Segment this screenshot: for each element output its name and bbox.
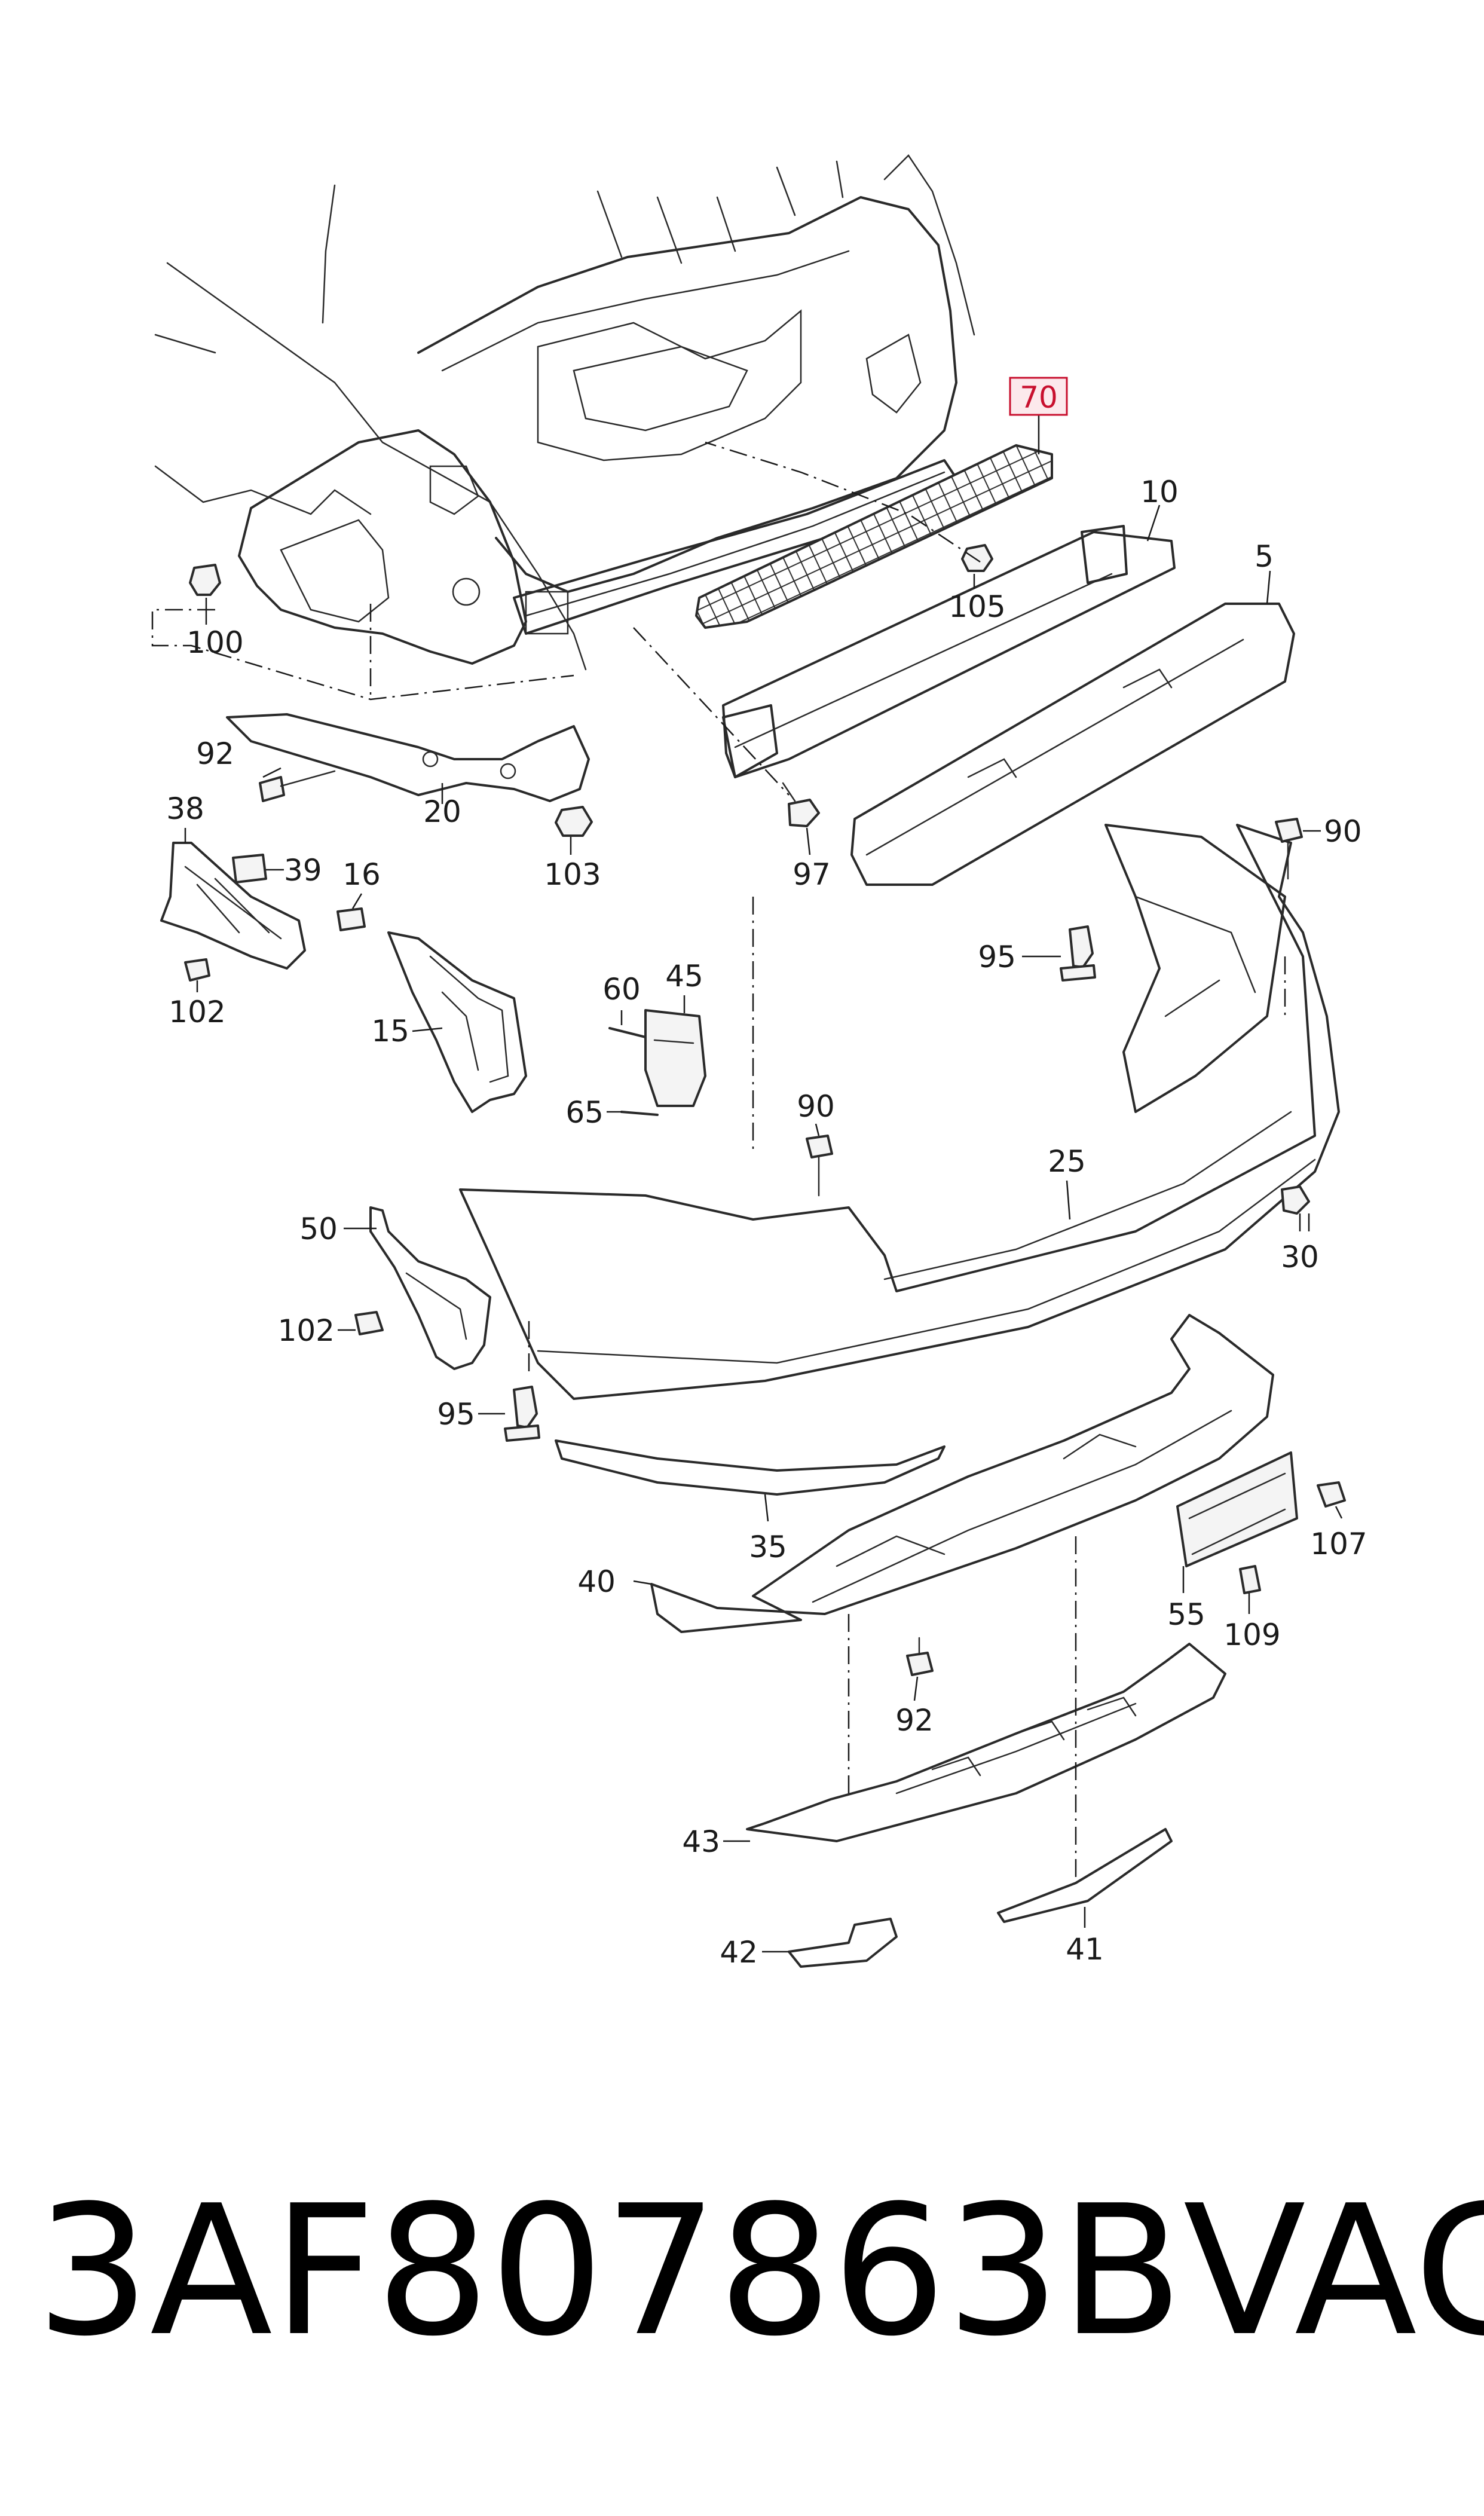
part-95-clip-lower[interactable]	[504, 1386, 540, 1442]
callout-90-upper[interactable]: 90	[1324, 814, 1362, 849]
part-55-plate-mount[interactable]	[1176, 1451, 1298, 1567]
part-40-diffuser[interactable]	[650, 1314, 1274, 1633]
part-10-reinforcement[interactable]	[722, 525, 1176, 778]
part-102-screw-lower[interactable]	[354, 1311, 384, 1335]
brand-name: VAG	[1183, 2167, 1484, 2376]
part-97-screw[interactable]	[782, 782, 820, 827]
callout-40[interactable]: 40	[577, 1564, 616, 1599]
callout-20[interactable]: 20	[423, 794, 461, 829]
callout-102-upper[interactable]: 102	[169, 995, 225, 1029]
part-39-clip[interactable]	[232, 854, 267, 883]
callout-65[interactable]: 65	[565, 1095, 604, 1130]
part-41-strip[interactable]	[997, 1828, 1173, 1923]
callout-92-lower[interactable]: 92	[895, 1703, 934, 1738]
callout-97[interactable]: 97	[793, 857, 831, 892]
callout-25[interactable]: 25	[1048, 1144, 1086, 1179]
part-65-strip[interactable]	[620, 1111, 659, 1116]
alignment-lines	[151, 441, 1310, 1883]
callout-35[interactable]: 35	[749, 1530, 787, 1564]
callout-100[interactable]: 100	[186, 625, 243, 660]
part-102-screw-upper[interactable]	[184, 958, 210, 982]
callout-105[interactable]: 105	[948, 589, 1005, 624]
part-105-nut[interactable]	[961, 544, 993, 572]
vehicle-body-rear	[154, 154, 975, 671]
callout-109[interactable]: 109	[1223, 1618, 1280, 1652]
callout-43[interactable]: 43	[682, 1824, 720, 1859]
leader-lines	[184, 415, 1343, 1953]
callout-38[interactable]: 38	[166, 791, 204, 826]
part-95-clip-upper[interactable]	[1060, 925, 1096, 982]
part-30-cap[interactable]	[1281, 1185, 1310, 1215]
part-60-strip[interactable]	[608, 1027, 647, 1038]
callout-95-lower[interactable]: 95	[437, 1397, 475, 1432]
part-15-bracket[interactable]	[387, 931, 527, 1113]
part-100-clip[interactable]	[189, 564, 221, 596]
callout-42[interactable]: 42	[720, 1935, 758, 1970]
part-92-screw[interactable]	[259, 770, 336, 802]
part-25-bumper-cover[interactable]	[459, 824, 1340, 1400]
part-38-side-bracket[interactable]	[160, 842, 306, 970]
part-42-trim[interactable]	[788, 1918, 898, 1968]
part-70-absorber[interactable]	[695, 444, 1053, 629]
callout-45[interactable]: 45	[665, 959, 703, 993]
callout-55[interactable]: 55	[1167, 1597, 1205, 1632]
caption-bar: 3AF807863B VAG	[36, 2167, 1484, 2376]
callout-30[interactable]: 30	[1281, 1240, 1319, 1274]
callout-39[interactable]: 39	[284, 853, 322, 888]
part-90-screw-center[interactable]	[806, 1135, 833, 1197]
callout-107[interactable]: 107	[1310, 1527, 1367, 1561]
part-45-spacer[interactable]	[644, 1009, 706, 1107]
part-92-screw-lower[interactable]	[906, 1637, 934, 1676]
part-50-bracket[interactable]	[369, 1206, 491, 1370]
callout-16[interactable]: 16	[342, 857, 381, 892]
part-20-guide-bracket[interactable]	[226, 713, 590, 802]
callout-70-highlight-box[interactable]	[1009, 377, 1068, 416]
callout-5[interactable]: 5	[1254, 539, 1274, 574]
callout-41[interactable]: 41	[1066, 1932, 1104, 1967]
part-43-lower-spoiler[interactable]	[746, 1643, 1226, 1842]
callout-103[interactable]: 103	[544, 857, 601, 892]
part-number: 3AF807863B	[36, 2167, 1183, 2376]
part-35-trim-strip[interactable]	[555, 1439, 946, 1496]
part-90-screw-upper[interactable]	[1275, 818, 1303, 880]
part-16-clip[interactable]	[336, 907, 366, 931]
callout-90-center[interactable]: 90	[797, 1089, 835, 1124]
part-107-nut[interactable]	[1317, 1481, 1346, 1508]
part-5-foam-absorber[interactable]	[850, 603, 1295, 886]
callout-60[interactable]: 60	[602, 972, 641, 1007]
callout-50[interactable]: 50	[299, 1212, 338, 1246]
callout-15[interactable]: 15	[371, 1014, 409, 1048]
part-103-nut[interactable]	[555, 806, 593, 837]
callout-labels: 70 10 5 105 100 92 20 103 97 38 39 16 90…	[166, 377, 1367, 1970]
callout-70[interactable]: 70	[1020, 380, 1058, 415]
part-109-screw[interactable]	[1239, 1565, 1261, 1594]
callout-102-lower[interactable]: 102	[278, 1313, 335, 1348]
callout-10[interactable]: 10	[1140, 475, 1179, 509]
callout-92[interactable]: 92	[196, 736, 234, 771]
callout-95-upper[interactable]: 95	[978, 940, 1016, 974]
